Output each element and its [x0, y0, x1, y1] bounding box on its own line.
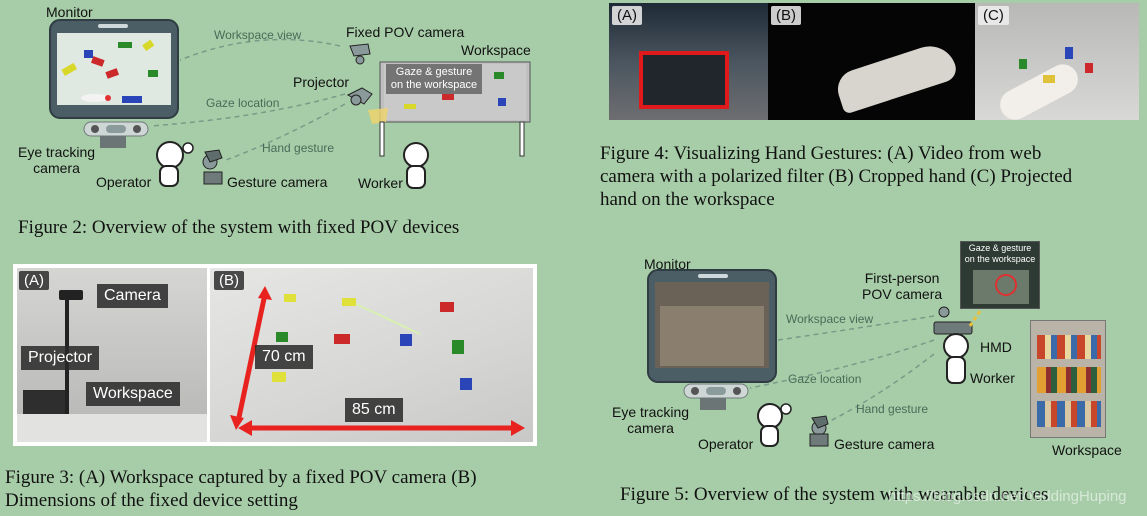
dimension-arrow-vertical — [230, 286, 272, 430]
fig5-workspace-view-label: Workspace view — [786, 312, 874, 326]
fig2-workspace-label: Workspace — [461, 42, 531, 58]
figure-2-caption: Figure 2: Overview of the system with fi… — [18, 217, 460, 238]
workspace-block — [1019, 59, 1027, 69]
bookshelf-row — [1037, 401, 1101, 427]
operator-icon — [757, 403, 792, 447]
fig5-gaze-location-label: Gaze location — [788, 372, 862, 386]
figure-4-caption: Figure 4: Visualizing Hand Gestures: (A)… — [600, 142, 1144, 211]
fig2-gesture-camera-label: Gesture camera — [227, 174, 328, 190]
fig2-worker-label: Worker — [358, 175, 403, 191]
fig5-hand-gesture-label: Hand gesture — [856, 402, 929, 416]
figure-3-caption: Figure 3: (A) Workspace captured by a fi… — [5, 466, 477, 512]
figure-3: (A) Camera Projector Workspace (B) 70 cm… — [0, 262, 560, 516]
data-flow-arrows — [149, 38, 346, 161]
fig4-panel-b-tag: (B) — [771, 6, 801, 25]
figure-3-caption-line1: Figure 3: (A) Workspace captured by a fi… — [5, 467, 477, 488]
fig3-dim-85-label: 85 cm — [345, 398, 403, 422]
fig2-hand-gesture-label: Hand gesture — [262, 141, 335, 155]
monitor-screen-icon — [639, 51, 729, 109]
fig2-gaze-gesture-overlay: Gaze & gesture on the workspace — [386, 64, 482, 94]
fig5-gaze-gesture-line2: on the workspace — [964, 254, 1036, 264]
fig5-operator-label: Operator — [698, 436, 754, 452]
camera-body-icon — [59, 290, 83, 300]
workspace-block — [1043, 75, 1055, 83]
fig3-panel-b-tag: (B) — [214, 271, 244, 290]
fig3-dim-70-label: 70 cm — [255, 345, 313, 369]
fig5-eye-tracking-label: Eye tracking camera — [612, 404, 689, 436]
fig2-monitor-label: Monitor — [46, 4, 93, 20]
fig2-eye-tracking-line2: camera — [33, 160, 80, 176]
figure-4-caption-line1: Figure 4: Visualizing Hand Gestures: (A)… — [600, 143, 1042, 164]
eye-tracking-camera-icon — [683, 383, 749, 410]
fig5-first-person-line2: POV camera — [862, 286, 943, 302]
fig3-projector-label: Projector — [21, 346, 100, 370]
projector-icon — [346, 87, 373, 106]
fig2-gaze-gesture-line2: on the workspace — [390, 79, 478, 91]
gesture-camera-icon — [809, 415, 829, 447]
fig2-operator-label: Operator — [96, 174, 152, 190]
cropped-hand — [832, 39, 960, 115]
fig5-monitor-label: Monitor — [644, 256, 691, 272]
projected-hand — [994, 59, 1084, 120]
figure-4-panel-b — [768, 3, 975, 120]
figure-4-caption-line2: camera with a polarized filter (B) Cropp… — [600, 166, 1073, 187]
fig5-worker-label: Worker — [970, 370, 1015, 386]
pov-gaze-ring — [995, 274, 1017, 296]
figure-4-caption-line3: hand on the workspace — [600, 189, 775, 210]
fig5-gesture-camera-label: Gesture camera — [834, 436, 935, 452]
fig5-gaze-gesture-overlay: Gaze & gesture on the workspace — [962, 243, 1038, 265]
worker-hmd-icon — [933, 295, 992, 384]
pov-camera-screen — [960, 241, 1040, 309]
fig5-eye-tracking-line2: camera — [627, 420, 674, 436]
operator-icon — [156, 141, 194, 187]
eye-tracking-camera-icon — [83, 121, 149, 148]
workspace-table-surface — [17, 414, 207, 442]
fig5-hmd-label: HMD — [980, 339, 1012, 355]
dimension-arrow-horizontal — [238, 420, 525, 436]
fig3-workspace-label: Workspace — [86, 382, 180, 406]
workspace-block — [1085, 63, 1093, 73]
fig2-projector-label: Projector — [293, 74, 350, 90]
bookshelf-row — [1037, 367, 1101, 393]
fig3-camera-label: Camera — [97, 284, 168, 308]
fig2-eye-tracking-line1: Eye tracking — [18, 144, 96, 160]
fig2-eye-tracking-label: Eye tracking camera — [18, 144, 95, 176]
bookshelf-photo — [1030, 320, 1106, 438]
worker-icon — [403, 142, 429, 189]
figure-2: Monitor Fixed POV camera Workspace Works… — [0, 0, 590, 245]
figure-4: (A) (B) (C) Figure 4: Visualizing Hand G… — [600, 0, 1147, 220]
monitor-icon — [49, 19, 179, 119]
fig2-gaze-gesture-line1: Gaze & gesture — [395, 66, 473, 78]
workspace-block — [1065, 47, 1073, 59]
fig2-workspace-view-label: Workspace view — [214, 28, 302, 42]
data-flow-arrows — [749, 315, 935, 423]
monitor-icon — [647, 269, 777, 383]
bookshelf-row — [1037, 335, 1101, 359]
fig4-panel-a-tag: (A) — [612, 6, 642, 25]
fig4-panel-c-tag: (C) — [978, 6, 1009, 25]
gesture-camera-icon — [202, 149, 223, 185]
fig5-gaze-gesture-line1: Gaze & gesture — [968, 243, 1032, 253]
fixed-pov-camera-icon — [349, 43, 371, 65]
fig5-first-person-line1: First-person — [864, 270, 940, 286]
fig5-workspace-label: Workspace — [1052, 442, 1122, 458]
watermark: https://blog.csdn.net/TeddingHuping — [888, 488, 1127, 505]
figure-3-panel-b-overlay — [230, 286, 525, 436]
fig2-fixed-pov-camera-label: Fixed POV camera — [346, 24, 465, 40]
fig2-gaze-location-label: Gaze location — [206, 96, 280, 110]
figure-3-caption-line2: Dimensions of the fixed device setting — [5, 490, 298, 511]
fig5-eye-tracking-line1: Eye tracking — [612, 404, 690, 420]
fig3-panel-a-tag: (A) — [19, 271, 49, 290]
fig5-first-person-label: First-person POV camera — [862, 270, 942, 302]
figure-5: Gaze & gesture on the workspace Monitor … — [600, 236, 1147, 516]
figure-5-diagram — [647, 269, 992, 447]
figure-5-caption: Figure 5: Overview of the system with we… — [620, 484, 1049, 505]
